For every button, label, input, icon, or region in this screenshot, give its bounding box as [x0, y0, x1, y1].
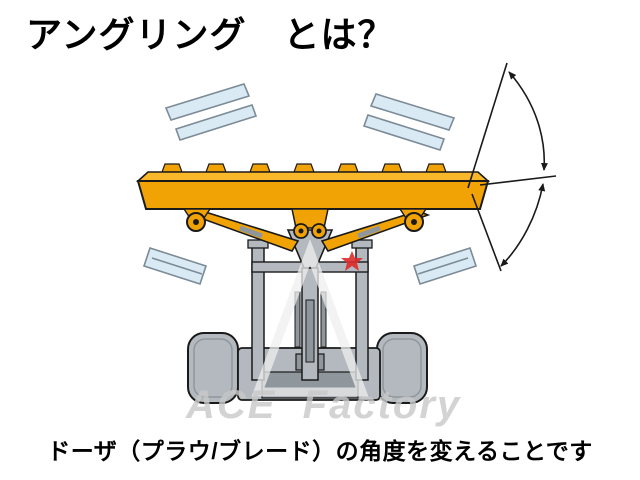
blade-front-face [136, 180, 490, 210]
ghost-blade-upper-left [164, 83, 258, 141]
watermark: ACE Factory [185, 239, 461, 427]
ghost-blade-upper-right [362, 93, 456, 151]
angle-reference-upper [467, 62, 508, 189]
watermark-text: ACE Factory [185, 383, 461, 427]
blade-top-face [135, 171, 491, 182]
watermark-star-icon [341, 251, 363, 271]
angle-indicator [467, 62, 557, 272]
angle-reference-center [479, 175, 557, 186]
watermark-triangle [251, 239, 369, 397]
caption: ドーザ（プラウ/ブレード）の角度を変えることです [47, 438, 593, 464]
angle-arc-upper [508, 71, 548, 171]
ghost-blade-lower-right [412, 246, 478, 286]
page-title: アングリング とは？ [26, 14, 395, 55]
blade-top-lugs [161, 163, 447, 173]
angle-reference-lower [471, 193, 502, 272]
blade-assembly [135, 163, 491, 252]
angle-arc-lower [500, 183, 546, 267]
ghost-blade-lower-left [142, 246, 208, 286]
